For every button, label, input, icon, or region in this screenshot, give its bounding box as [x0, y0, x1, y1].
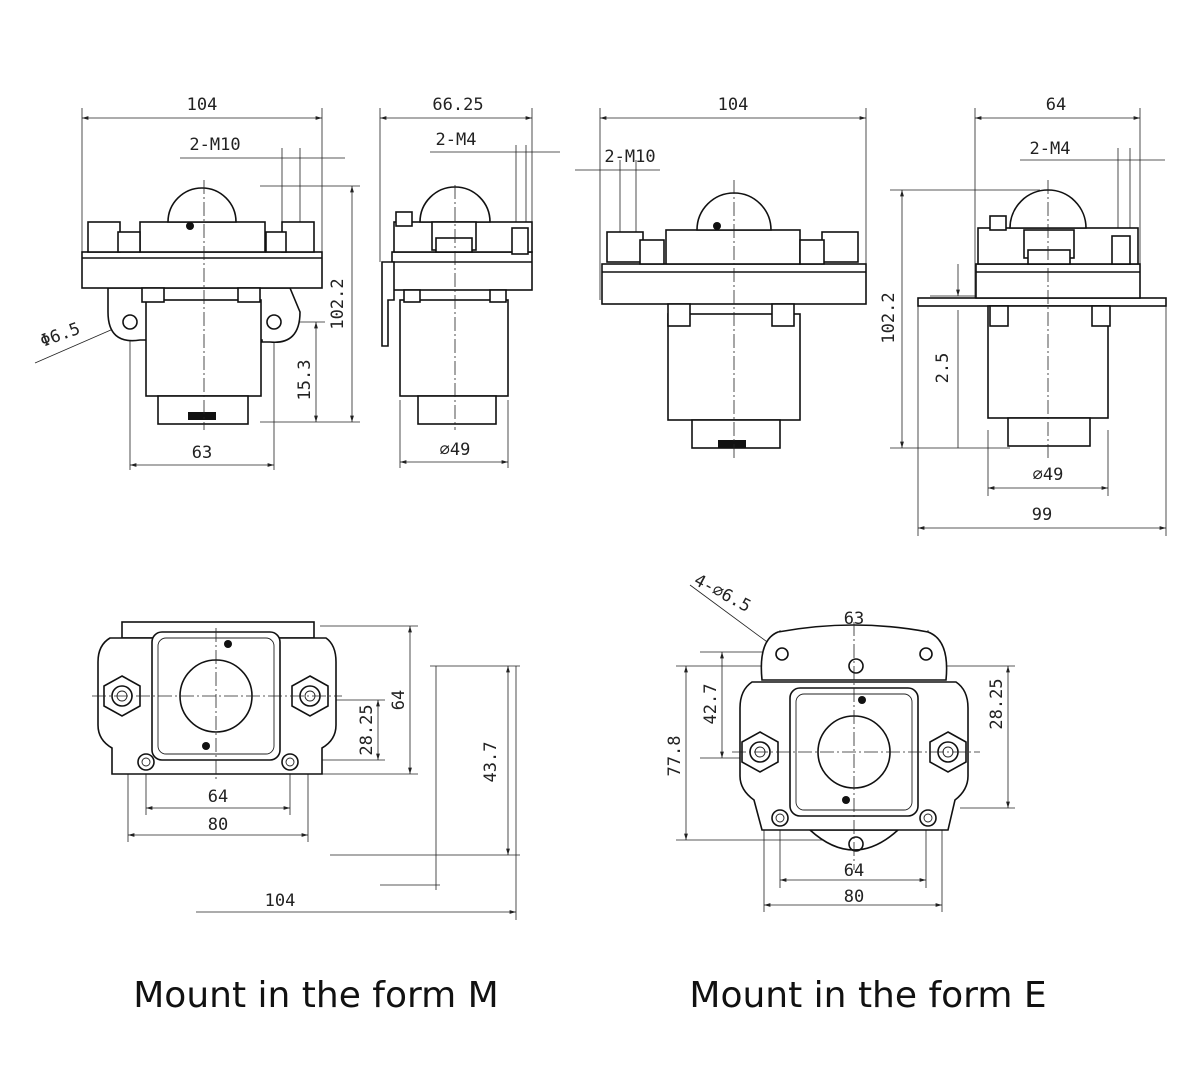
e-front-width-label: 104: [718, 95, 749, 115]
e-side-terminal-label: 2-M4: [1030, 139, 1071, 159]
form-m-front-view: 104 2-M10 Φ6.5 102.2 15.3 63: [34, 95, 360, 470]
e-top-total-h-label: 77.8: [665, 736, 685, 777]
m-top-total-label: 104: [265, 891, 296, 911]
m-front-hole-label: Φ6.5: [38, 319, 83, 352]
e-side-height-label: 102.2: [879, 292, 899, 343]
m-front-width-label: 104: [187, 95, 218, 115]
m-front-terminal-label: 2-M10: [189, 135, 240, 155]
e-top-holes-label: 4-⌀6.5: [691, 570, 755, 616]
m-top-outer-label: 80: [208, 815, 228, 835]
m-top-inner-label: 64: [208, 787, 228, 807]
form-e-top-view: 4-⌀6.5 63 64 80 28.25 42.7 77.8: [665, 570, 1015, 912]
e-side-offset-label: 2.5: [933, 353, 953, 384]
m-side-terminal-label: 2-M4: [436, 130, 477, 150]
form-e-side-view: 64 2-M4 102.2 2.5 ⌀49 99: [879, 95, 1167, 536]
e-top-spacing-label: 63: [844, 609, 864, 629]
form-m-top-view: 64 80 104 28.25 64 43.7: [92, 621, 520, 920]
form-e-front-view: 104 2-M10: [575, 95, 867, 460]
e-top-inner-h-label: 42.7: [701, 684, 721, 725]
e-top-outer-label: 80: [844, 887, 864, 907]
m-top-height-label: 64: [389, 690, 409, 710]
m-top-depth-label: 43.7: [481, 742, 501, 783]
e-side-width-label: 64: [1046, 95, 1066, 115]
form-m-side-view: 66.25 2-M4 ⌀49: [379, 95, 560, 468]
caption-form-e: Mount in the form E: [689, 975, 1047, 1016]
e-side-plate-label: 99: [1032, 505, 1052, 525]
m-front-height-label: 102.2: [328, 278, 348, 329]
m-front-bracket-label: 15.3: [295, 360, 315, 401]
m-top-bracket-label: 28.25: [357, 704, 377, 755]
e-top-inner-label: 64: [844, 861, 864, 881]
e-side-diameter-label: ⌀49: [1033, 465, 1064, 485]
m-side-depth-label: 66.25: [432, 95, 483, 115]
m-side-diameter-label: ⌀49: [440, 440, 471, 460]
caption-form-m: Mount in the form M: [133, 975, 499, 1016]
e-top-bracket-label: 28.25: [987, 678, 1007, 729]
e-front-terminal-label: 2-M10: [604, 147, 655, 167]
m-front-spacing-label: 63: [192, 443, 212, 463]
